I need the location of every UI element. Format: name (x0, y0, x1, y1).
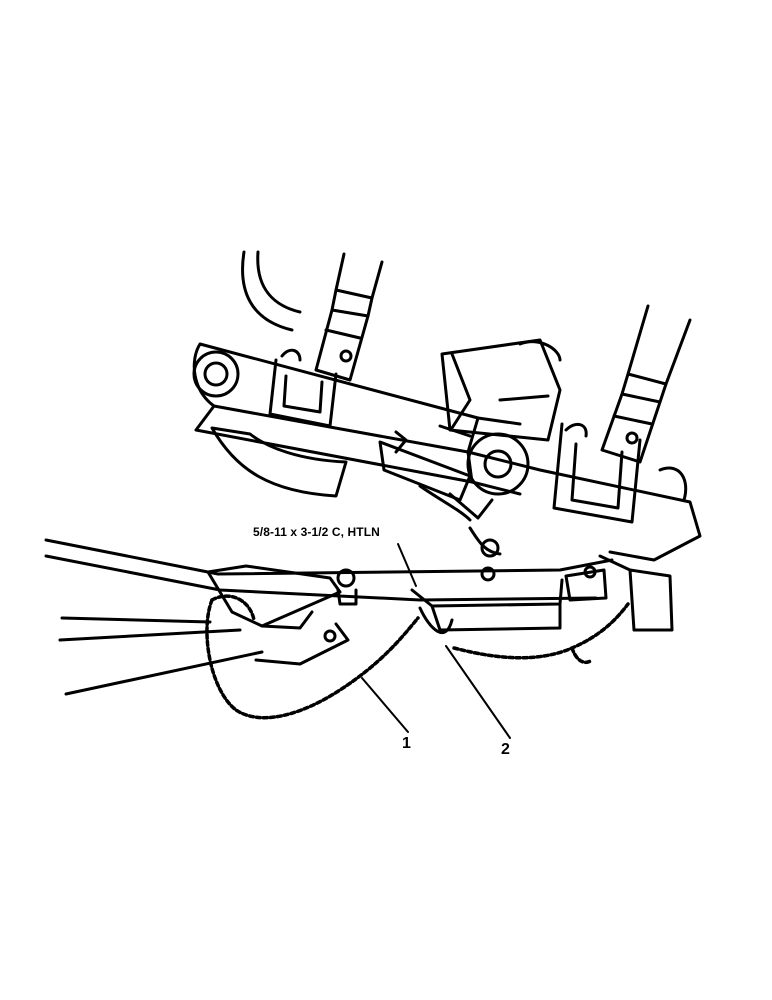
left-arm-eye (192, 350, 240, 398)
gear-box-housing (440, 338, 562, 442)
callout-number-1: 1 (402, 735, 411, 752)
right-frame-block (598, 466, 688, 632)
safety-chain (205, 594, 630, 720)
bolt-spec-label: 5/8-11 x 3-1/2 C, HTLN (253, 525, 380, 539)
lower-guard-plate (210, 426, 348, 498)
left-hitch-plate (206, 564, 350, 666)
right-clevis-bracket (552, 422, 642, 524)
right-clevis (564, 565, 608, 602)
adjusting-link (378, 430, 502, 558)
hitch-pin (336, 568, 358, 606)
drawbar-clevis (410, 566, 564, 634)
callout-number-2: 2 (501, 741, 510, 758)
left-hydraulic-cylinder (314, 252, 384, 382)
leader-lines (361, 543, 511, 739)
right-hydraulic-cylinder (600, 304, 692, 464)
left-clevis-bracket (268, 348, 338, 428)
drawbar (44, 538, 614, 696)
left-housing-curve (241, 250, 302, 332)
